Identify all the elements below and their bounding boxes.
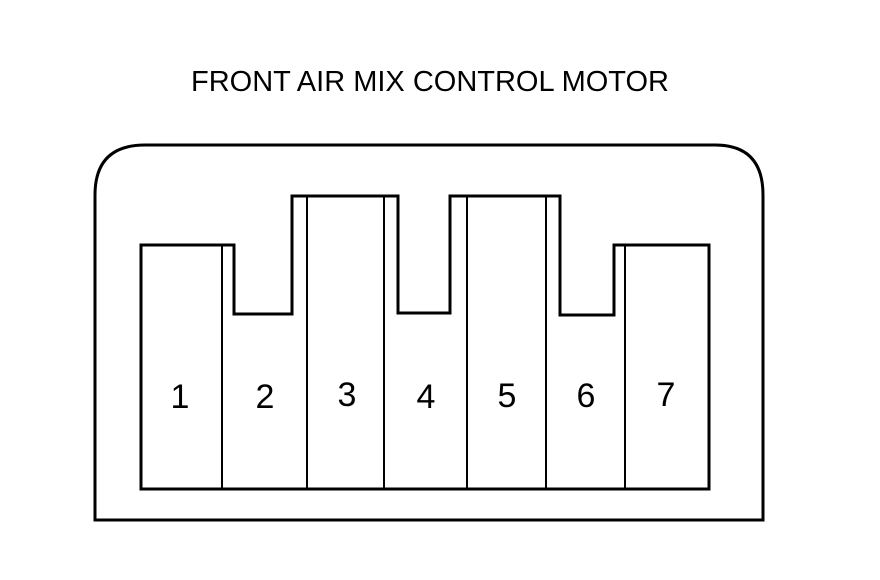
pin-label-5: 5 [498,377,517,415]
diagram-title: FRONT AIR MIX CONTROL MOTOR [191,66,669,98]
pin-label-4: 4 [417,378,436,416]
terminal-cavity-outline [139,194,711,491]
pin-label-2: 2 [256,378,275,416]
pin-label-6: 6 [577,377,596,415]
pin-label-1: 1 [171,378,190,416]
connector-housing [93,143,765,522]
pin-label-3: 3 [338,376,357,414]
pin-label-7: 7 [657,376,676,414]
